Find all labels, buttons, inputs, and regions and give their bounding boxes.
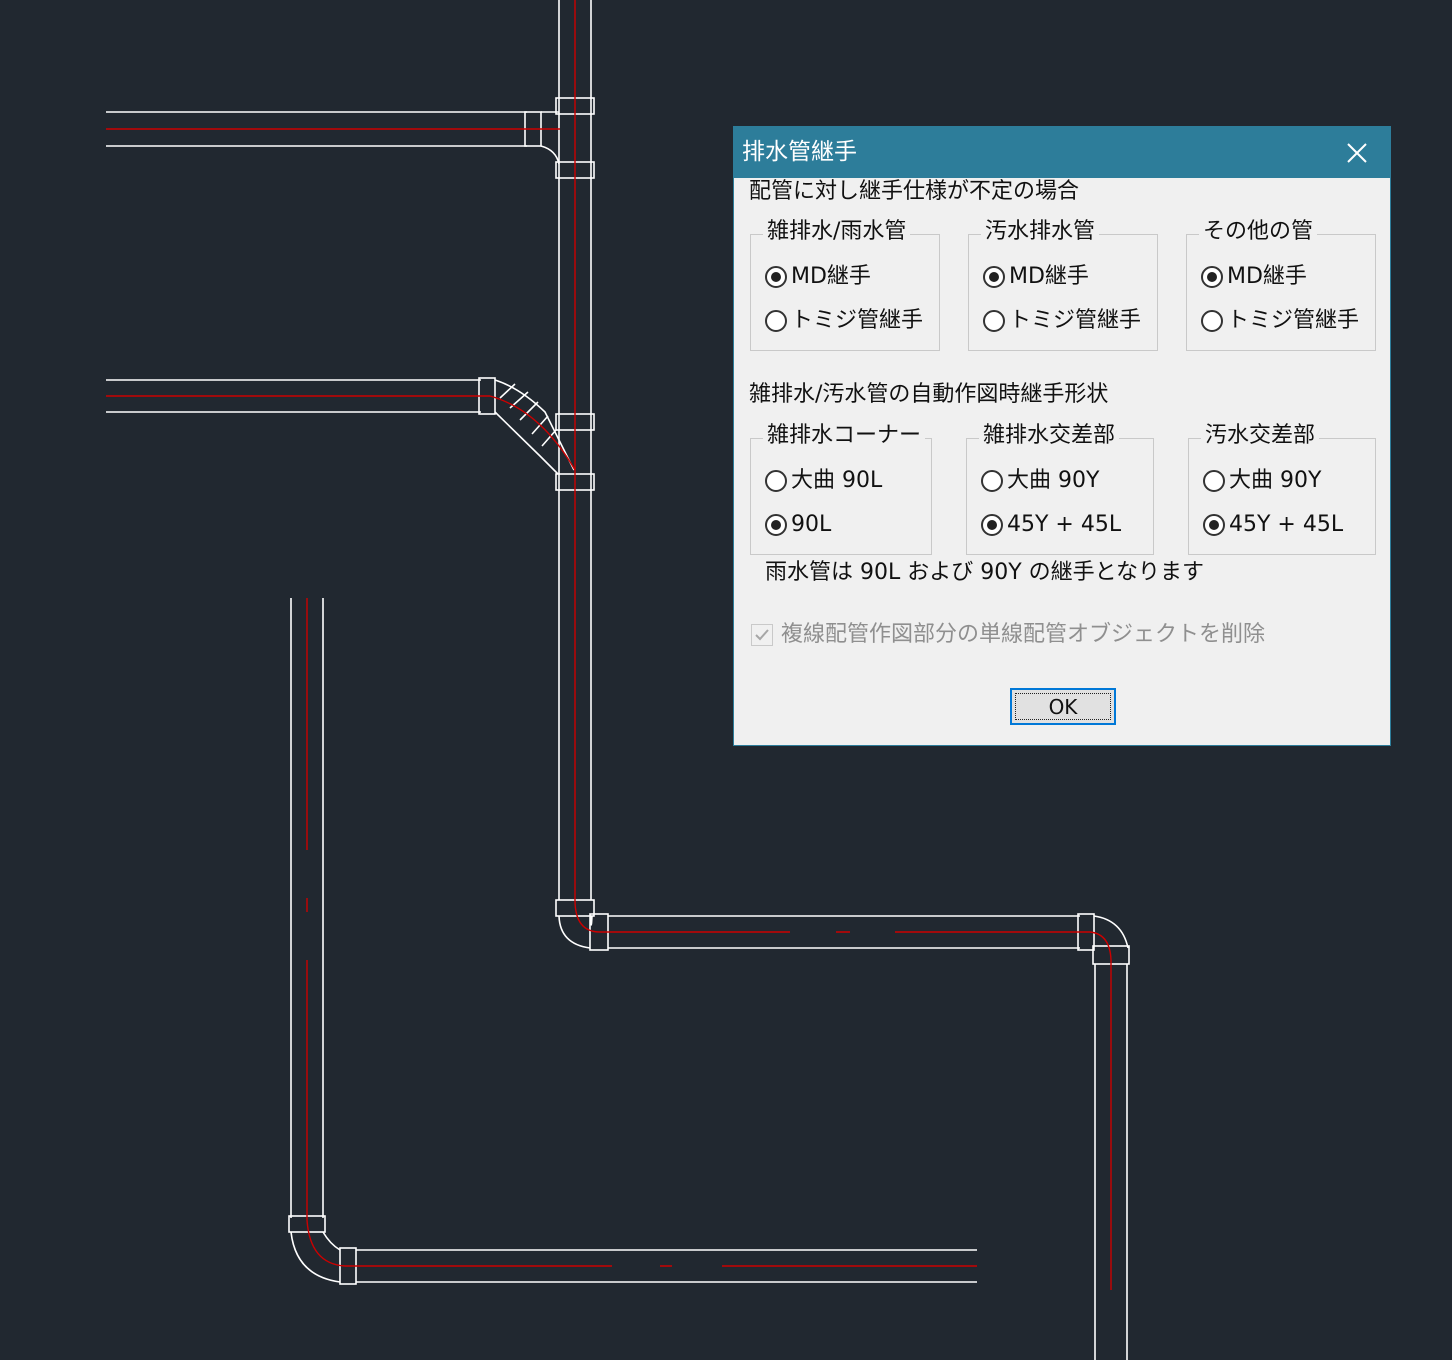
radio-label: トミジ管継手 xyxy=(1009,308,1142,333)
wye-fitting-segments xyxy=(499,383,557,447)
radio-button[interactable] xyxy=(981,514,1003,536)
radio-corner-large-90l[interactable]: 大曲 90L xyxy=(765,467,882,495)
radio-misc-junction-large-90y[interactable]: 大曲 90Y xyxy=(981,467,1099,495)
radio-button[interactable] xyxy=(1203,514,1225,536)
elbow-fitting xyxy=(290,1231,341,1283)
radio-label: 45Y + 45L xyxy=(1007,512,1122,537)
radio-label: MD継手 xyxy=(1009,264,1089,289)
joint-settings-dialog: 排水管継手 配管に対し継手仕様が不定の場合 雑排水/雨水管 MD継手 トミジ管継… xyxy=(733,126,1391,746)
check-icon xyxy=(755,629,769,641)
delete-single-line-checkbox[interactable] xyxy=(751,624,773,646)
pipe-drawing xyxy=(106,0,1130,1360)
radio-sewage-junction-45y45l[interactable]: 45Y + 45L xyxy=(1203,511,1343,539)
group-sewage-drain: 汚水排水管 MD継手 トミジ管継手 xyxy=(968,218,1158,351)
radio-button[interactable] xyxy=(981,470,1003,492)
radio-label: MD継手 xyxy=(791,264,871,289)
radio-misc-junction-45y45l[interactable]: 45Y + 45L xyxy=(981,511,1121,539)
centerline xyxy=(489,395,576,471)
group-other-pipe: その他の管 MD継手 トミジ管継手 xyxy=(1186,218,1376,351)
radio-label: トミジ管継手 xyxy=(791,308,924,333)
group-legend: 汚水交差部 xyxy=(1201,422,1320,450)
group-legend: 雑排水交差部 xyxy=(979,422,1120,450)
group-legend: 雑排水/雨水管 xyxy=(763,218,911,246)
radio-button[interactable] xyxy=(765,514,787,536)
close-icon xyxy=(1347,142,1367,163)
radio-button[interactable] xyxy=(765,310,787,332)
radio-sewage-tomiji[interactable]: トミジ管継手 xyxy=(983,307,1141,335)
tee-fitting xyxy=(540,111,560,165)
radio-other-tomiji[interactable]: トミジ管継手 xyxy=(1201,307,1359,335)
radio-button[interactable] xyxy=(765,470,787,492)
section-auto-shape-label: 雑排水/汚水管の自動作図時継手形状 xyxy=(749,382,1109,407)
radio-other-md[interactable]: MD継手 xyxy=(1201,263,1307,291)
group-misc-rain-drain: 雑排水/雨水管 MD継手 トミジ管継手 xyxy=(750,218,940,351)
delete-single-line-label: 複線配管作図部分の単線配管オブジェクトを削除 xyxy=(781,622,1266,647)
group-legend: 雑排水コーナー xyxy=(763,422,926,450)
radio-sewage-junction-large-90y[interactable]: 大曲 90Y xyxy=(1203,467,1321,495)
group-misc-corner: 雑排水コーナー 大曲 90L 90L xyxy=(750,422,932,555)
wye-fitting xyxy=(494,379,575,475)
radio-label: 90L xyxy=(791,512,832,537)
dialog-title: 排水管継手 xyxy=(742,139,857,165)
radio-misc-tomiji[interactable]: トミジ管継手 xyxy=(765,307,923,335)
centerline xyxy=(306,1219,977,1267)
group-sewage-junction: 汚水交差部 大曲 90Y 45Y + 45L xyxy=(1188,422,1376,555)
group-misc-junction: 雑排水交差部 大曲 90Y 45Y + 45L xyxy=(966,422,1154,555)
close-button[interactable] xyxy=(1324,127,1390,178)
radio-button[interactable] xyxy=(983,310,1005,332)
radio-label: 大曲 90Y xyxy=(1229,468,1322,493)
ok-button[interactable]: OK xyxy=(1010,688,1116,725)
radio-label: 45Y + 45L xyxy=(1229,512,1344,537)
radio-label: トミジ管継手 xyxy=(1227,308,1360,333)
rain-pipe-note: 雨水管は 90L および 90Y の継手となります xyxy=(765,560,1204,585)
radio-button[interactable] xyxy=(1201,310,1223,332)
radio-label: 大曲 90L xyxy=(791,468,883,493)
radio-button[interactable] xyxy=(983,266,1005,288)
radio-label: 大曲 90Y xyxy=(1007,468,1100,493)
radio-label: MD継手 xyxy=(1227,264,1307,289)
group-legend: その他の管 xyxy=(1199,218,1318,246)
section-unspecified-label: 配管に対し継手仕様が不定の場合 xyxy=(749,179,1080,204)
radio-corner-90l[interactable]: 90L xyxy=(765,511,831,539)
group-legend: 汚水排水管 xyxy=(981,218,1100,246)
elbow-fitting xyxy=(558,915,593,949)
dialog-titlebar[interactable]: 排水管継手 xyxy=(734,127,1390,178)
ok-button-label: OK xyxy=(1015,693,1111,720)
centerline xyxy=(574,899,1112,1290)
elbow-fitting xyxy=(1093,915,1129,949)
radio-sewage-md[interactable]: MD継手 xyxy=(983,263,1089,291)
radio-misc-md[interactable]: MD継手 xyxy=(765,263,871,291)
radio-button[interactable] xyxy=(1203,470,1225,492)
centerlines xyxy=(106,0,1112,1290)
radio-button[interactable] xyxy=(765,266,787,288)
radio-button[interactable] xyxy=(1201,266,1223,288)
